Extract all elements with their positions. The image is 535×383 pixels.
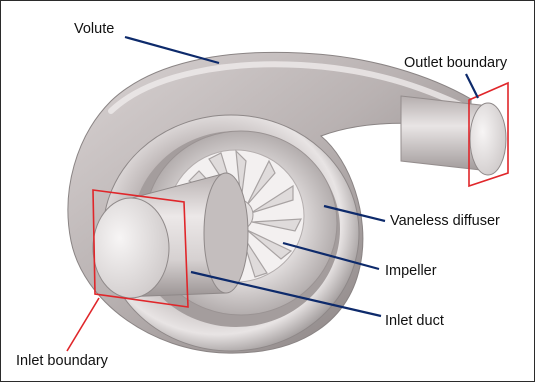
label-inlet-boundary: Inlet boundary [16, 353, 109, 369]
outlet-boundary-leader [466, 74, 478, 98]
outlet-pipe [401, 96, 506, 175]
label-impeller: Impeller [385, 263, 437, 279]
label-vaneless-diffuser: Vaneless diffuser [390, 213, 500, 229]
label-inlet-duct: Inlet duct [385, 313, 444, 329]
label-volute: Volute [74, 21, 114, 37]
volute-leader [125, 37, 219, 63]
label-outlet-boundary: Outlet boundary [404, 55, 508, 71]
inlet-boundary-leader [67, 298, 99, 351]
